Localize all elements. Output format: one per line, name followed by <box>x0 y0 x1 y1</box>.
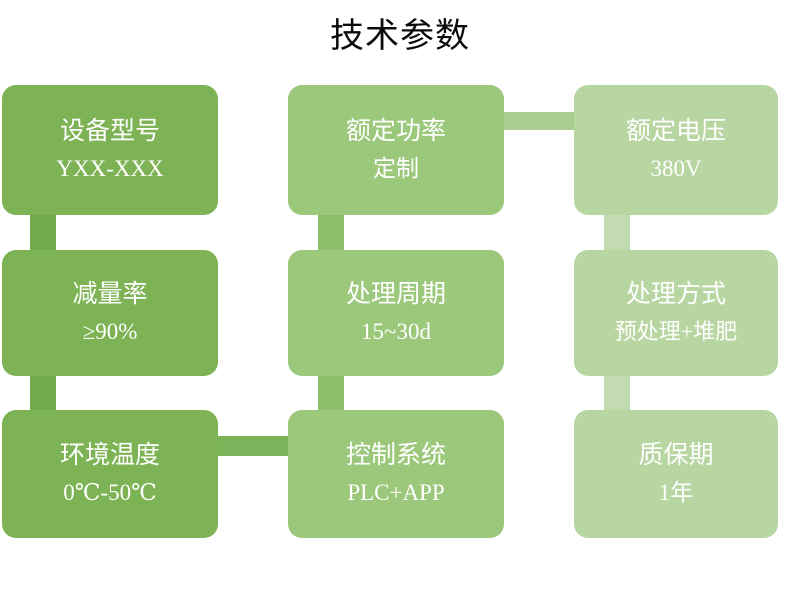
card-rated-power-title: 额定功率 <box>345 118 446 145</box>
card-device-model-title: 设备型号 <box>59 118 160 145</box>
card-warranty-period[interactable]: 质保期 1年 <box>574 410 778 538</box>
card-treatment-method-value: 预处理+堆肥 <box>614 319 738 344</box>
card-ambient-temperature-title: 环境温度 <box>59 442 160 469</box>
card-control-system-title: 控制系统 <box>345 442 446 469</box>
card-ambient-temperature-value: 0℃-50℃ <box>63 480 157 505</box>
card-warranty-period-value: 1年 <box>658 480 694 505</box>
card-device-model-value: YXX-XXX <box>56 156 164 181</box>
card-warranty-period-title: 质保期 <box>638 442 714 469</box>
card-rated-power-value: 定制 <box>373 156 419 181</box>
card-control-system-value: PLC+APP <box>347 480 445 505</box>
card-reduction-rate[interactable]: 减量率 ≥90% <box>2 250 218 376</box>
card-reduction-rate-title: 减量率 <box>72 281 148 308</box>
card-treatment-cycle-title: 处理周期 <box>345 281 446 308</box>
card-rated-voltage-value: 380V <box>650 156 702 181</box>
card-rated-voltage[interactable]: 额定电压 380V <box>574 85 778 215</box>
card-treatment-cycle[interactable]: 处理周期 15~30d <box>288 250 504 376</box>
card-reduction-rate-value: ≥90% <box>82 319 138 344</box>
card-ambient-temperature[interactable]: 环境温度 0℃-50℃ <box>2 410 218 538</box>
card-rated-power[interactable]: 额定功率 定制 <box>288 85 504 215</box>
card-treatment-method[interactable]: 处理方式 预处理+堆肥 <box>574 250 778 376</box>
card-device-model[interactable]: 设备型号 YXX-XXX <box>2 85 218 215</box>
card-rated-voltage-title: 额定电压 <box>625 118 726 145</box>
page-title: 技术参数 <box>330 17 470 55</box>
card-control-system[interactable]: 控制系统 PLC+APP <box>288 410 504 538</box>
card-treatment-cycle-value: 15~30d <box>361 319 431 344</box>
card-treatment-method-title: 处理方式 <box>625 281 726 308</box>
